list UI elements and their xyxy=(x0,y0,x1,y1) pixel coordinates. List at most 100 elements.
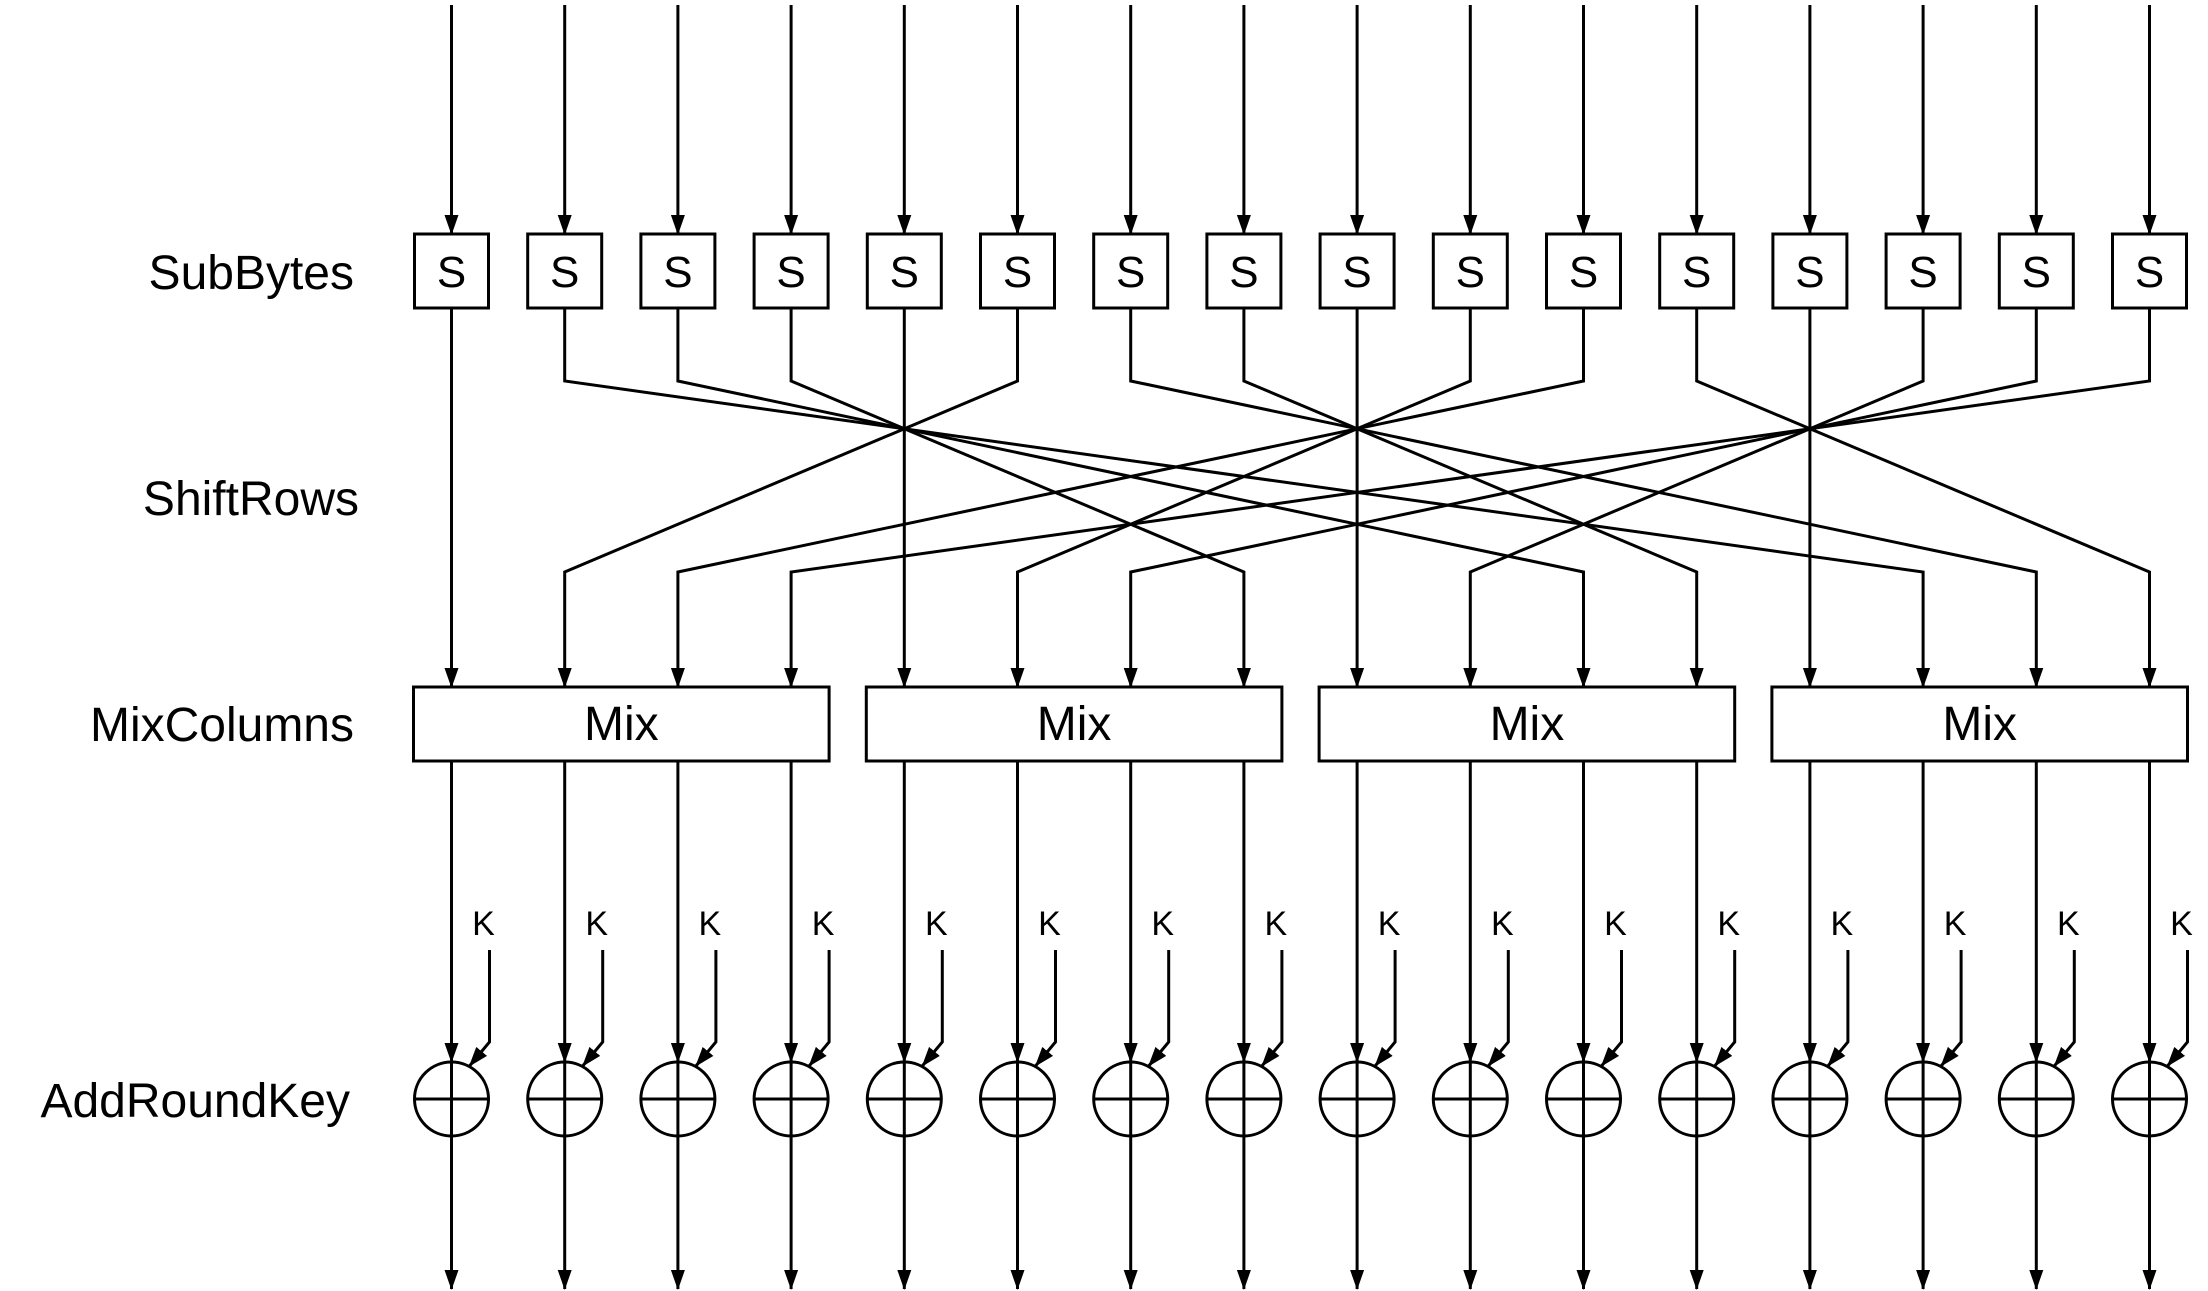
sbox-label: S xyxy=(437,248,466,297)
xor-icon xyxy=(979,1060,1056,1138)
sbox-label: S xyxy=(2022,248,2051,297)
xor-icon xyxy=(526,1060,604,1138)
key-label: K xyxy=(925,905,948,943)
shiftrows-wire xyxy=(1129,308,2044,688)
xor-icon xyxy=(1431,1060,1509,1138)
key-arrow xyxy=(1939,950,1963,1067)
sbox: S xyxy=(526,232,604,310)
sbox: S xyxy=(865,232,943,310)
sbox-frame xyxy=(1884,232,1962,310)
key-arrow xyxy=(1600,950,1623,1067)
shiftrows-wire xyxy=(1695,308,2157,688)
mixcolumns-row: Mix Mix Mix Mix xyxy=(412,685,2190,763)
sbox-frame xyxy=(1658,232,1736,310)
sbox-frame xyxy=(2111,232,2188,310)
sbox: S xyxy=(1771,232,1849,310)
label-addroundkey: AddRoundKey xyxy=(40,1075,350,1128)
mix-box: Mix xyxy=(1317,685,1737,763)
mix-box: Mix xyxy=(412,685,831,763)
key-arrow xyxy=(2053,950,2076,1067)
sbox-frame xyxy=(752,232,830,310)
sbox-frame xyxy=(1545,232,1622,310)
sbox: S xyxy=(1884,232,1962,310)
sbox-label: S xyxy=(1116,248,1145,297)
key-label: K xyxy=(1151,905,1174,943)
mix-label: Mix xyxy=(1490,698,1565,751)
key-label: K xyxy=(472,905,495,943)
sbox: S xyxy=(1658,232,1736,310)
sbox-frame xyxy=(639,232,717,310)
shiftrows-wire xyxy=(1242,308,1704,688)
xor-icon xyxy=(865,1060,943,1138)
sbox-label: S xyxy=(1456,248,1485,297)
key-label: K xyxy=(1604,905,1627,943)
key-arrow xyxy=(1826,950,1850,1067)
key-label: K xyxy=(699,905,722,943)
xor-icon xyxy=(1658,1060,1736,1138)
key-label: K xyxy=(2057,905,2080,943)
sbox-label: S xyxy=(1229,248,1258,297)
key-arrow xyxy=(1034,950,1057,1067)
key-arrow xyxy=(1373,950,1397,1067)
sbox-frame xyxy=(413,232,490,310)
key-label: K xyxy=(1491,905,1514,943)
sbox: S xyxy=(413,232,490,310)
sbox: S xyxy=(639,232,717,310)
key-label: K xyxy=(1378,905,1401,943)
key-label: K xyxy=(1038,905,1061,943)
key-arrow xyxy=(2166,950,2189,1067)
sbox-frame xyxy=(865,232,943,310)
sbox-label: S xyxy=(1342,248,1371,297)
mix-box: Mix xyxy=(1770,685,2190,763)
mix-frame xyxy=(1317,685,1737,763)
mix-frame xyxy=(1770,685,2190,763)
label-subbytes: SubBytes xyxy=(149,247,354,300)
key-arrow xyxy=(1147,950,1171,1067)
sbox: S xyxy=(1431,232,1509,310)
xor-icon xyxy=(1545,1060,1622,1138)
key-arrow xyxy=(694,950,718,1067)
key-label: K xyxy=(1265,905,1288,943)
key-label: K xyxy=(1717,905,1740,943)
mix-label: Mix xyxy=(1942,698,2017,751)
mix-label: Mix xyxy=(1037,698,1112,751)
xor-icon xyxy=(1997,1060,2075,1138)
sbox-frame xyxy=(1205,232,1283,310)
key-label: K xyxy=(812,905,835,943)
key-arrow xyxy=(1260,950,1284,1067)
sbox-label: S xyxy=(890,248,919,297)
xor-icon xyxy=(639,1060,717,1138)
sbox-label: S xyxy=(1795,248,1824,297)
xor-icon xyxy=(2111,1060,2188,1138)
shiftrows-wire xyxy=(1463,308,1925,688)
xor-icon xyxy=(1205,1060,1283,1138)
label-shiftrows: ShiftRows xyxy=(143,473,359,526)
key-arrow xyxy=(807,950,831,1067)
sbox-frame xyxy=(1431,232,1509,310)
sbox: S xyxy=(1318,232,1396,310)
mix-frame xyxy=(864,685,1284,763)
shiftrows-wire xyxy=(563,308,1931,688)
sbox-frame xyxy=(1318,232,1396,310)
xor-icon xyxy=(1884,1060,1962,1138)
sbox: S xyxy=(1545,232,1622,310)
sbox-label: S xyxy=(1908,248,1937,297)
sbox: S xyxy=(1092,232,1170,310)
sbox-label: S xyxy=(663,248,692,297)
sbox-label: S xyxy=(2135,248,2164,297)
key-arrow xyxy=(1713,950,1737,1067)
mix-label: Mix xyxy=(584,698,659,751)
key-arrow xyxy=(581,950,605,1067)
xor-icon xyxy=(1092,1060,1170,1138)
sbox-frame xyxy=(1771,232,1849,310)
sbox-frame xyxy=(526,232,604,310)
mix-frame xyxy=(412,685,831,763)
key-label: K xyxy=(2170,905,2193,943)
sbox-label: S xyxy=(1682,248,1711,297)
key-arrow xyxy=(1487,950,1510,1067)
sbox: S xyxy=(1205,232,1283,310)
xor-icon xyxy=(752,1060,830,1138)
sbox-label: S xyxy=(550,248,579,297)
